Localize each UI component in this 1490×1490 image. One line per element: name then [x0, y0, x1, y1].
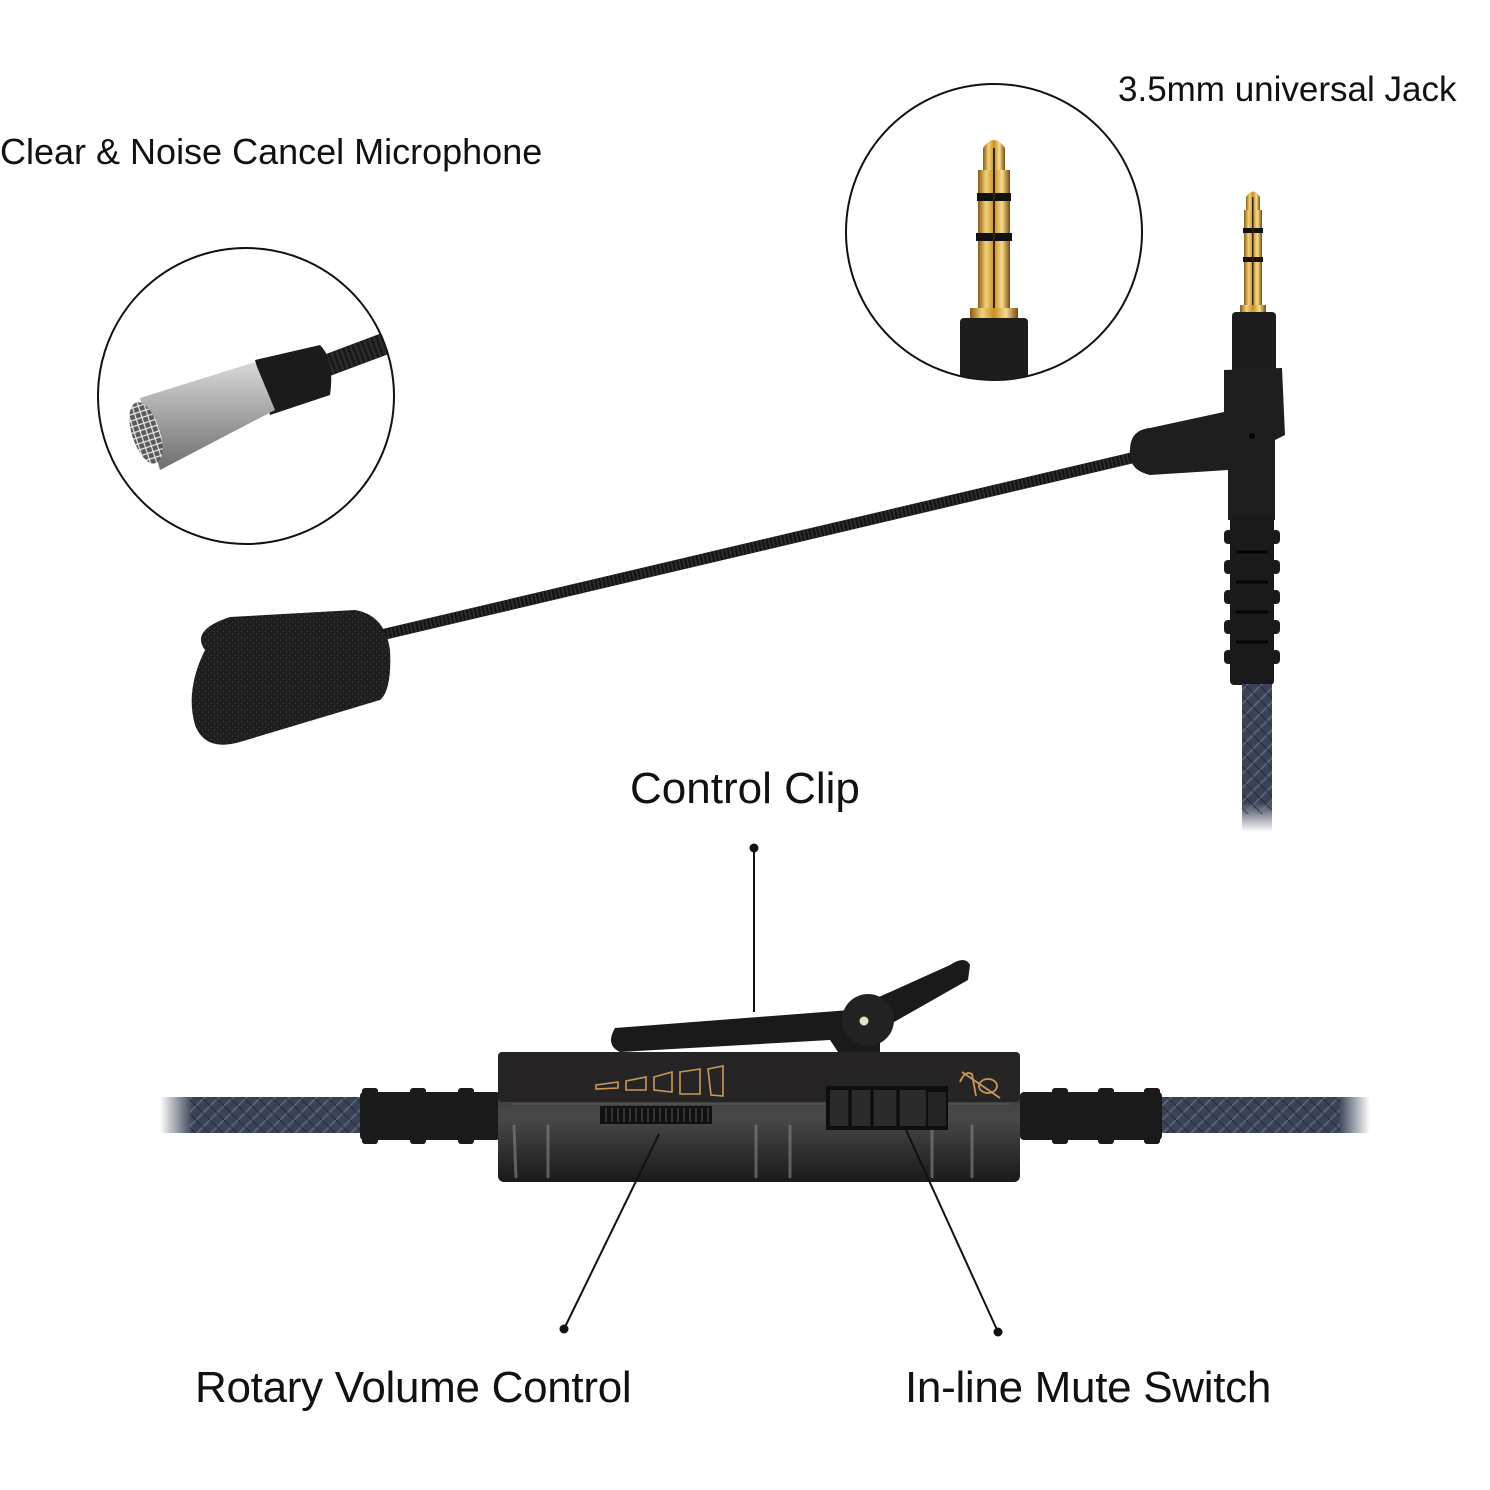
- control-clip-label: Control Clip: [630, 764, 860, 813]
- mute-slider-switch[interactable]: [826, 1086, 948, 1130]
- boom-microphone: [191, 450, 1146, 745]
- mic-mute-icon: [959, 1071, 1001, 1099]
- foam-windscreen: [191, 610, 391, 745]
- microphone-zoom-circle: [97, 247, 395, 545]
- callout-rotary-volume-control: [559, 1133, 660, 1334]
- callout-in-line-mute-switch: [905, 1129, 1003, 1337]
- strain-relief-left: [360, 1088, 500, 1144]
- jack-zoom-circle: [845, 83, 1143, 381]
- braided-cable-right: [1160, 1097, 1370, 1133]
- microphone-label: Clear & Noise Cancel Microphone: [0, 131, 543, 172]
- inline-control-unit: [160, 960, 1370, 1182]
- volume-control-label: Rotary Volume Control: [195, 1363, 632, 1412]
- braided-cable-vertical: [1242, 684, 1272, 832]
- mute-switch-label: In-line Mute Switch: [905, 1363, 1272, 1412]
- braided-cable-left: [160, 1097, 380, 1133]
- control-clip: [611, 960, 970, 1055]
- jack-label: 3.5mm universal Jack: [1118, 70, 1457, 109]
- callout-control-clip: [749, 843, 759, 1012]
- volume-level-indicator: [595, 1065, 724, 1097]
- rotary-volume-wheel[interactable]: [600, 1106, 712, 1124]
- strain-relief-right: [1020, 1088, 1162, 1144]
- strain-relief: [1224, 515, 1280, 685]
- audio-jack-connector: [1129, 191, 1285, 832]
